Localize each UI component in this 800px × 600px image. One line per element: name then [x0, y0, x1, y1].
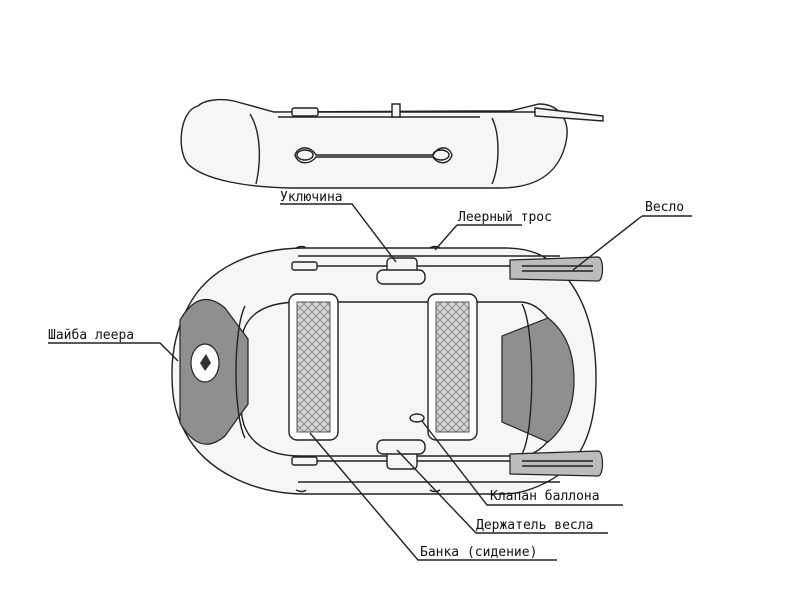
side-oar: [291, 103, 604, 122]
side-view-boat: [180, 98, 604, 189]
side-handle-left-loop: [296, 149, 314, 161]
seat-left: [288, 293, 339, 441]
label-lifeline: Леерный трос: [458, 210, 552, 225]
side-tube-seam: [249, 113, 261, 185]
bow-panel: [501, 317, 575, 443]
label-oar-holder: Держатель весла: [476, 518, 593, 533]
top-oar: [291, 256, 604, 285]
valve-circle: [409, 413, 425, 423]
oar-leader: [572, 215, 692, 271]
top-view-boat: [171, 245, 604, 495]
washer-leader: [48, 342, 179, 362]
leader-lines: [48, 203, 692, 561]
lifeline-washer-mark: [200, 354, 211, 371]
label-lifeline-washer: Шайба леера: [48, 328, 134, 343]
hull-front-curve: [235, 305, 246, 439]
label-seat: Банка (сидение): [420, 545, 537, 560]
label-valve: Клапан баллона: [490, 489, 600, 504]
side-hull: [180, 98, 568, 189]
side-handle-right-loop: [432, 149, 450, 161]
side-handle-grip: [294, 147, 453, 164]
oarlock-leader: [280, 203, 397, 263]
side-tube-seam-right: [491, 117, 499, 185]
side-rope-bottom-ends: [295, 489, 441, 493]
label-oarlock: Уключина: [280, 190, 343, 205]
seat-right: [427, 293, 478, 441]
lifeline-leader: [434, 224, 522, 251]
label-oar: Весло: [645, 200, 684, 215]
bottom-oar: [291, 439, 604, 477]
hull-rear-curve: [521, 303, 533, 455]
valve-leader: [421, 420, 623, 506]
seat-leader: [309, 432, 557, 561]
oar-holder-leader: [396, 449, 608, 534]
side-rope-top-ends: [295, 245, 441, 249]
